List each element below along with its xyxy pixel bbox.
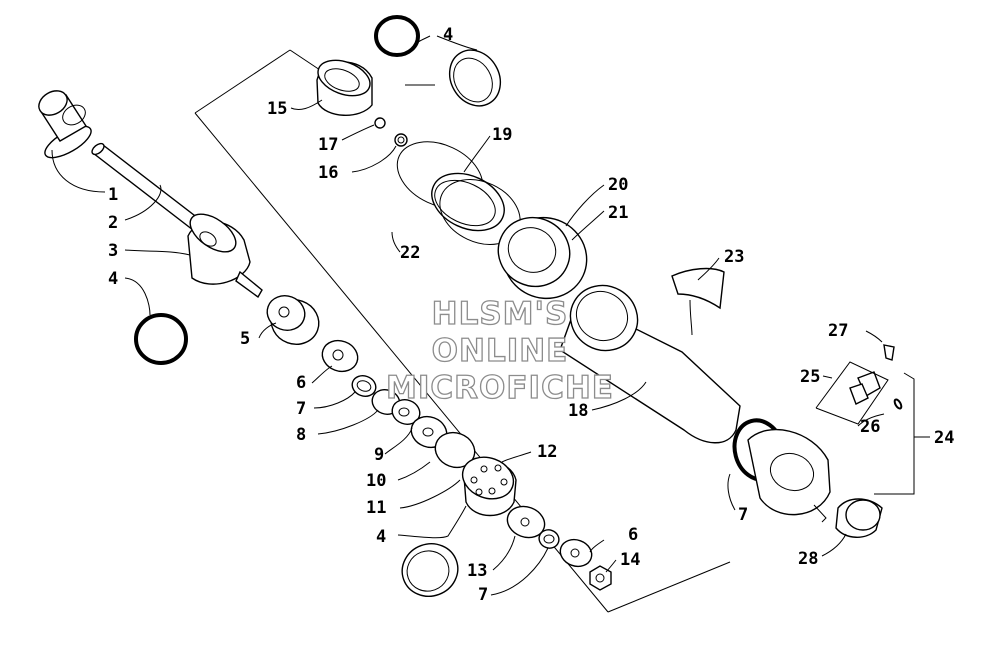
- callout-22: 22: [400, 243, 420, 263]
- part-10-shim: [434, 431, 476, 469]
- part-19-ring: [396, 141, 505, 232]
- callout-20: 20: [608, 175, 628, 195]
- part-7-washer-lower: [538, 529, 560, 549]
- part-5-bushing: [266, 295, 320, 345]
- part-26-small-o-ring: [893, 398, 903, 410]
- part-27-screw: [883, 344, 895, 361]
- part-8-shim: [371, 389, 421, 425]
- part-4-seal-ring-lower: [401, 543, 459, 597]
- callout-4-top: 4: [443, 25, 453, 45]
- callout-7-right: 7: [738, 505, 748, 525]
- part-6-washer-upper: [321, 339, 359, 373]
- part-24-reservoir-head: [747, 428, 831, 523]
- callout-6-upper: 6: [296, 373, 306, 393]
- part-15-cap: [316, 59, 373, 116]
- part-4-o-ring-top: [374, 15, 420, 57]
- callout-12: 12: [537, 442, 557, 462]
- callout-5: 5: [240, 329, 250, 349]
- callout-16: 16: [318, 163, 338, 183]
- watermark-line-3: MICROFICHE: [386, 370, 614, 406]
- leader-lines: [51, 35, 930, 596]
- part-23-shield: [671, 267, 725, 310]
- watermark-line-1: HLSM'S: [432, 296, 569, 332]
- part-14-nut: [589, 565, 612, 591]
- callout-6-lower: 6: [628, 525, 638, 545]
- watermark: HLSM'S ONLINE MICROFICHE: [385, 295, 614, 406]
- callout-26: 26: [860, 417, 880, 437]
- callout-15: 15: [267, 99, 287, 119]
- part-25-valve: [849, 371, 881, 405]
- callout-18: 18: [568, 401, 588, 421]
- part-18-threaded-body: [559, 284, 741, 444]
- part-13-washer: [506, 505, 546, 539]
- part-17-ball: [374, 117, 386, 129]
- part-16-plug: [394, 133, 408, 147]
- callout-14: 14: [620, 550, 640, 570]
- callout-21: 21: [608, 203, 628, 223]
- callout-28: 28: [798, 549, 818, 569]
- part-4-o-ring-left: [134, 313, 188, 365]
- callout-11: 11: [366, 498, 386, 518]
- callout-3: 3: [108, 241, 118, 261]
- part-28-bushing: [835, 498, 883, 538]
- callout-25: 25: [800, 367, 820, 387]
- part-20-adjuster-ring: [497, 216, 588, 300]
- callout-24: 24: [934, 428, 954, 448]
- callout-2: 2: [108, 213, 118, 233]
- callout-7-upper: 7: [296, 399, 306, 419]
- callout-23: 23: [724, 247, 744, 267]
- callout-19: 19: [492, 125, 512, 145]
- callout-13: 13: [467, 561, 487, 581]
- callout-9: 9: [374, 445, 384, 465]
- callout-4-left: 4: [108, 269, 118, 289]
- callout-4-lower: 4: [376, 527, 386, 547]
- part-6-washer-lower: [559, 538, 593, 568]
- part-7-washer-upper: [351, 375, 377, 397]
- callout-1: 1: [108, 185, 118, 205]
- part-12-piston: [461, 456, 517, 517]
- callout-27: 27: [828, 321, 848, 341]
- callout-8: 8: [296, 425, 306, 445]
- callout-7-lower: 7: [478, 585, 488, 605]
- part-1-end-cap: [38, 90, 92, 159]
- callout-labels: 1 2 3 4 4 4 5 6 6 7 7 7 8 9 10 11 12 13 …: [108, 25, 954, 605]
- callout-17: 17: [318, 135, 338, 155]
- watermark-line-2: ONLINE: [432, 333, 569, 369]
- part-4-seal-ring-top: [448, 49, 502, 107]
- part-3-shaft-eye: [187, 213, 263, 299]
- callout-10: 10: [366, 471, 386, 491]
